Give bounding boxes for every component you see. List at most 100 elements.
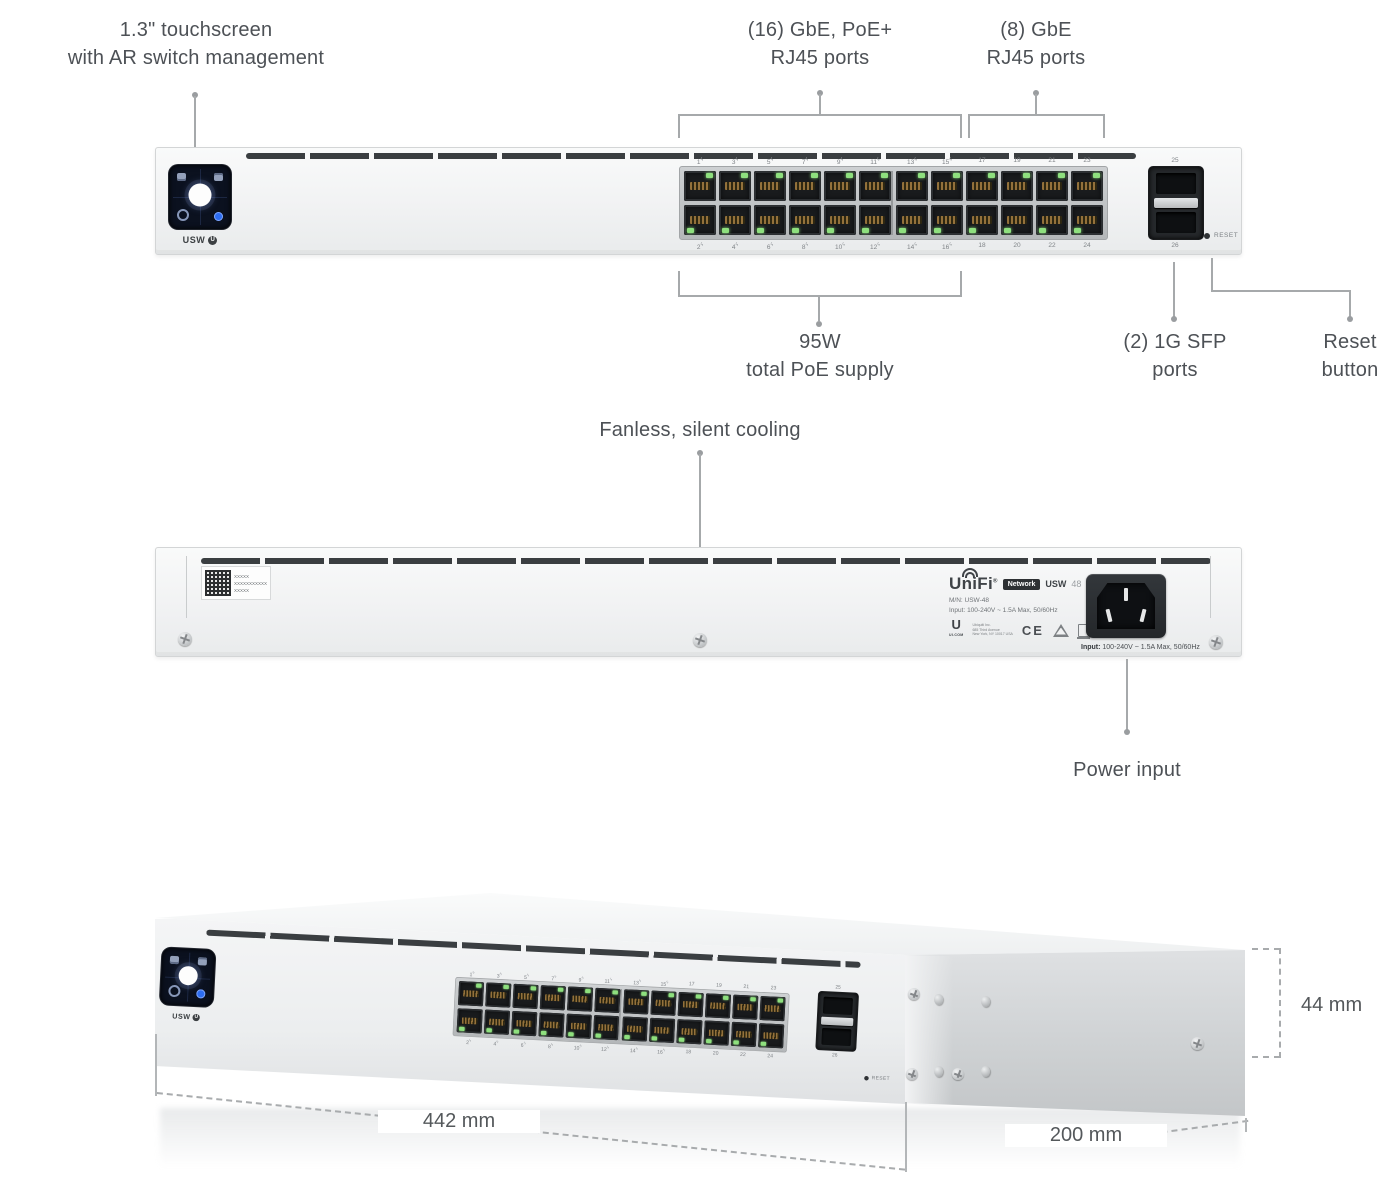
recycle-triangle-icon <box>1052 623 1069 637</box>
rj45-port[interactable] <box>457 981 485 1007</box>
bracket-gbe <box>968 114 1105 116</box>
rj45-port[interactable] <box>676 1019 703 1045</box>
touchscreen[interactable] <box>169 165 231 229</box>
rj45-port[interactable] <box>567 986 594 1012</box>
rj45-port[interactable] <box>703 1020 730 1046</box>
callout-poe-line2: RJ45 ports <box>770 47 870 69</box>
rj45-port[interactable] <box>730 1021 757 1048</box>
rj45-port[interactable] <box>824 205 856 235</box>
rj45-port[interactable] <box>512 983 539 1009</box>
rj45-port[interactable] <box>456 1008 483 1034</box>
rj45-port[interactable] <box>732 994 759 1020</box>
port-led <box>953 173 960 178</box>
rj45-port[interactable] <box>1036 171 1068 201</box>
touchscreen[interactable] <box>159 947 216 1007</box>
reset-button[interactable]: RESET <box>864 1075 890 1082</box>
rj45-port[interactable] <box>758 1023 785 1049</box>
rj45-port[interactable] <box>859 205 891 235</box>
rj45-port[interactable] <box>511 1010 538 1037</box>
reset-dot-icon[interactable] <box>1204 232 1210 239</box>
rj45-port[interactable] <box>896 171 928 201</box>
rj45-port[interactable] <box>483 1009 511 1035</box>
callout-sfp-line1: (2) 1G SFP <box>1123 331 1227 353</box>
port-number-label: 11ϟ <box>870 157 880 167</box>
port-pins <box>830 182 850 190</box>
sfp-cage[interactable] <box>1148 166 1204 240</box>
rj45-port[interactable] <box>650 990 677 1016</box>
port-number-label: 6ϟ <box>520 1041 526 1049</box>
rj45-port[interactable] <box>931 205 963 235</box>
port-pins <box>599 996 616 1005</box>
callout-reset: Reset button <box>1270 328 1400 384</box>
sfp-slot-26[interactable] <box>1156 212 1196 233</box>
rj45-port[interactable] <box>684 205 716 235</box>
qr-sticker: XXXXX XXXXXXXXXXX XXXXX <box>201 566 272 600</box>
power-inlet[interactable] <box>1086 574 1166 638</box>
rj45-port[interactable] <box>1001 205 1033 235</box>
poe-bolt-icon: ϟ <box>609 977 613 983</box>
rj45-port[interactable] <box>538 1012 565 1038</box>
port-number-label: 23 <box>1083 157 1091 164</box>
callout-poe-line1: (16) GbE, PoE+ <box>747 19 893 41</box>
port-led <box>459 1026 465 1032</box>
rj45-port[interactable] <box>594 987 621 1014</box>
rj45-port[interactable] <box>859 171 891 201</box>
port-number-label: 12ϟ <box>870 242 880 252</box>
port-led <box>777 998 784 1003</box>
port-number-label: 16ϟ <box>942 242 952 252</box>
reflection <box>160 1108 1240 1188</box>
poe-bolt-icon: ϟ <box>735 157 739 163</box>
sticker-line: XXXXX <box>234 587 250 593</box>
port-pins <box>543 1021 560 1029</box>
rj45-port[interactable] <box>759 995 786 1022</box>
rj45-port[interactable] <box>931 171 963 201</box>
sfp-block: 25 26 <box>815 983 860 1060</box>
port-led <box>486 1028 492 1033</box>
callout-power-text: Power input <box>1073 759 1181 781</box>
rj45-port[interactable] <box>1001 171 1033 201</box>
rj45-port[interactable] <box>966 171 998 201</box>
rj45-port[interactable] <box>754 205 786 235</box>
reset-button[interactable]: RESET <box>1204 232 1238 239</box>
rj45-port[interactable] <box>1036 205 1068 235</box>
port-number-label: 22 <box>1048 242 1056 249</box>
port-led <box>695 994 702 999</box>
sfp-slot-25[interactable] <box>822 996 853 1015</box>
brand-block: UniFi® Network USW 48 M/N: USW-48 Input:… <box>949 568 1090 641</box>
rj45-port[interactable] <box>824 171 856 201</box>
rj45-port[interactable] <box>623 989 650 1015</box>
rj45-port[interactable] <box>677 991 704 1018</box>
rj45-port[interactable] <box>539 985 566 1011</box>
rj45-port[interactable] <box>592 1015 620 1041</box>
rj45-port[interactable] <box>1071 171 1103 201</box>
rj45-port[interactable] <box>789 205 821 235</box>
rj45-port[interactable] <box>789 171 821 201</box>
rj45-port[interactable] <box>485 982 512 1008</box>
ubiquiti-logo-icon: U <box>208 235 218 245</box>
rj45-port[interactable] <box>1071 205 1103 235</box>
callout-power: Power input <box>1007 756 1247 784</box>
sfp-slot-25[interactable] <box>1156 173 1196 194</box>
sfp-slot-26[interactable] <box>821 1027 852 1047</box>
rj45-port[interactable] <box>896 205 928 235</box>
poe-bolt-icon: ϟ <box>840 157 844 163</box>
reset-dot-icon[interactable] <box>864 1075 869 1081</box>
rj45-port[interactable] <box>754 171 786 201</box>
port-pins <box>902 182 922 190</box>
rj45-port[interactable] <box>684 171 716 201</box>
inlet-pin <box>1124 588 1128 601</box>
port-led <box>881 173 888 178</box>
rj45-port[interactable] <box>704 993 732 1019</box>
rj45-port[interactable] <box>966 205 998 235</box>
callout-gbe-line1: (8) GbE <box>1000 19 1072 41</box>
bracket-end <box>678 114 680 138</box>
rj45-port[interactable] <box>565 1013 592 1039</box>
poe-bolt-icon: ϟ <box>914 157 917 163</box>
rj45-port[interactable] <box>621 1016 648 1042</box>
rj45-port[interactable] <box>719 205 751 235</box>
rj45-port[interactable] <box>719 171 751 201</box>
sfp-cage[interactable] <box>815 990 860 1052</box>
rj45-port[interactable] <box>649 1017 676 1043</box>
